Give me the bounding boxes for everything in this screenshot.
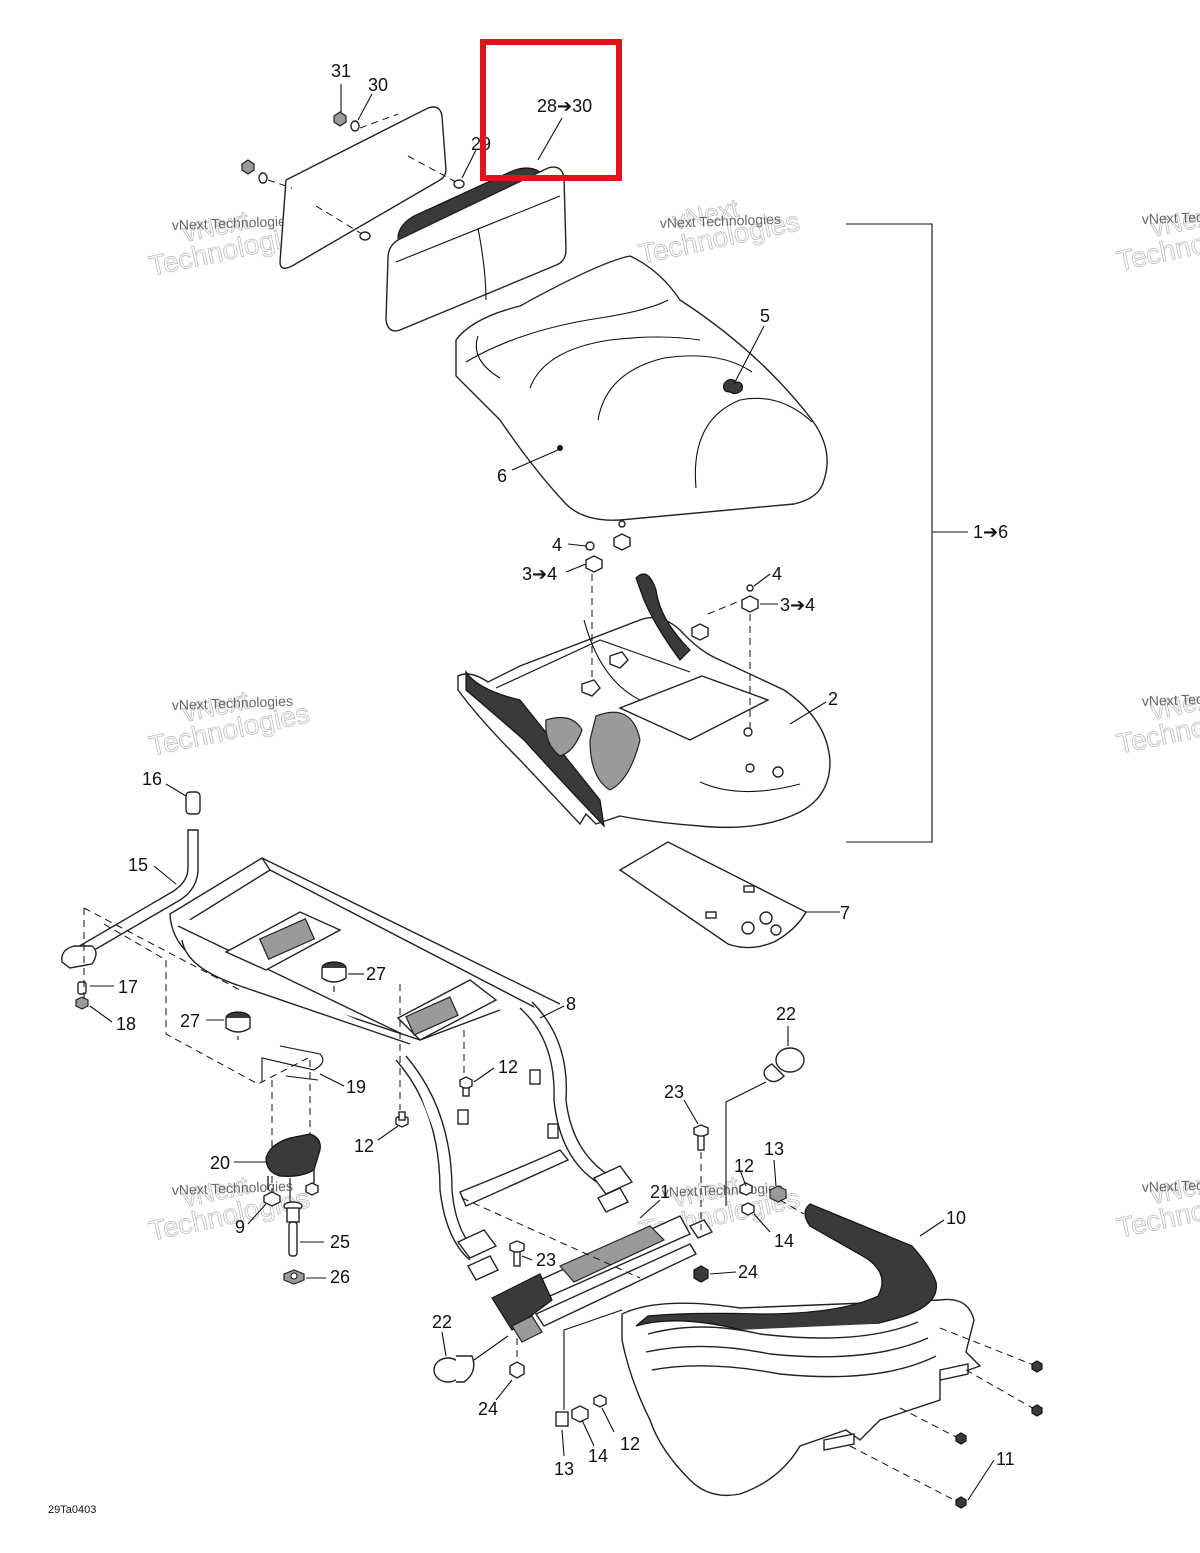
watermark: vNext Technologies xyxy=(1114,1166,1200,1244)
bushing-22a xyxy=(725,1047,805,1206)
callout-30: 30 xyxy=(368,75,388,95)
reference-code: 29Ta0403 xyxy=(48,1504,96,1516)
callout-22b: 22 xyxy=(432,1312,452,1332)
backrest-plate xyxy=(279,106,465,269)
bolt-23b xyxy=(509,1240,525,1267)
callout-19: 19 xyxy=(346,1077,366,1097)
bumper-27a xyxy=(321,961,347,992)
callout-26: 26 xyxy=(330,1267,350,1287)
rail-21 xyxy=(461,1197,714,1343)
seat-base xyxy=(457,573,831,829)
callout-24a: 24 xyxy=(738,1262,758,1282)
callout-12d: 12 xyxy=(620,1434,640,1454)
watermark-text: vNext Technologies xyxy=(662,1180,784,1200)
highlight-box xyxy=(480,39,622,181)
callout-27b: 27 xyxy=(180,1011,200,1031)
callout-25: 25 xyxy=(330,1232,350,1252)
callout-12c: 12 xyxy=(734,1156,754,1176)
bracket-20 xyxy=(263,1133,321,1207)
callout-18: 18 xyxy=(116,1014,136,1034)
callout-13a: 13 xyxy=(764,1139,784,1159)
callout-22a: 22 xyxy=(776,1004,796,1024)
callout-7: 7 xyxy=(840,903,850,923)
callout-12b: 12 xyxy=(354,1136,374,1156)
seat-cover xyxy=(455,255,828,521)
callout-14a: 14 xyxy=(774,1231,794,1251)
callout-2: 2 xyxy=(828,689,838,709)
fastener-set-lower xyxy=(555,1309,623,1427)
callout-17: 17 xyxy=(118,977,138,997)
callout-8: 8 xyxy=(566,994,576,1014)
callout-6: 6 xyxy=(497,466,507,486)
callout-20: 20 xyxy=(210,1153,230,1173)
bolt-23a xyxy=(693,1124,709,1230)
callout-3-4b: 3➔4 xyxy=(780,595,815,615)
callout-16: 16 xyxy=(142,769,162,789)
callout-24b: 24 xyxy=(478,1399,498,1419)
watermark-text: vNext Technologies xyxy=(1142,689,1200,709)
fastener-nut-31 xyxy=(333,111,399,132)
bumper-27b xyxy=(225,1011,251,1040)
backrest-cushion xyxy=(385,166,567,332)
callout-11: 11 xyxy=(996,1449,1015,1469)
callout-9: 9 xyxy=(235,1217,245,1237)
callout-23b: 23 xyxy=(536,1250,556,1270)
watermark: vNext Technologies xyxy=(146,684,313,762)
callout-10: 10 xyxy=(946,1208,966,1228)
watermark: vNext Technologies xyxy=(1114,199,1200,277)
watermark-text: vNext Technologies xyxy=(172,693,294,713)
bushing-22b xyxy=(433,1335,509,1383)
callout-21: 21 xyxy=(650,1182,670,1202)
fastener-set-right xyxy=(739,1182,805,1216)
watermark-text: vNext Technologies xyxy=(660,211,782,231)
fastener-nut-left xyxy=(241,159,293,189)
bolt-12a xyxy=(459,1076,473,1097)
watermark: vNext Technologies xyxy=(1114,682,1200,760)
callout-31: 31 xyxy=(331,61,351,81)
bolt-12b xyxy=(395,1111,409,1128)
plate-7 xyxy=(618,841,807,949)
callout-labels: 31 30 29 28➔30 5 6 1➔6 4 3➔4 4 3➔4 2 16 … xyxy=(116,61,1015,1479)
watermark-text: vNext Technologies xyxy=(172,1178,294,1198)
watermark-text: vNext Technologies xyxy=(1142,207,1200,227)
callout-12a: 12 xyxy=(498,1057,518,1077)
watermark-text: vNext Technologies xyxy=(172,213,294,233)
watermark-text: vNext Technologies xyxy=(1142,1175,1200,1195)
leader-lines xyxy=(89,84,995,1501)
nut-24b xyxy=(509,1338,525,1379)
callout-4a: 4 xyxy=(552,535,562,555)
guide-lines-left xyxy=(103,923,465,1214)
callout-1-6: 1➔6 xyxy=(973,522,1008,542)
clip-19 xyxy=(261,1045,324,1082)
callout-14b: 14 xyxy=(588,1446,608,1466)
callout-23a: 23 xyxy=(664,1082,684,1102)
callout-28-30: 28➔30 xyxy=(537,96,592,116)
bracket-1-6 xyxy=(846,223,968,843)
pin-25 xyxy=(283,1201,303,1257)
callout-3-4a: 3➔4 xyxy=(522,564,557,584)
rear-body-10 xyxy=(621,1203,1043,1509)
nut-24a xyxy=(693,1265,709,1283)
callout-13b: 13 xyxy=(554,1459,574,1479)
callout-4b: 4 xyxy=(772,564,782,584)
callout-27a: 27 xyxy=(366,964,386,984)
handle-bar-15 xyxy=(61,791,241,1010)
nut-26 xyxy=(283,1269,305,1285)
callout-5: 5 xyxy=(760,306,770,326)
callout-15: 15 xyxy=(128,855,148,875)
seat-fasteners xyxy=(585,520,759,730)
